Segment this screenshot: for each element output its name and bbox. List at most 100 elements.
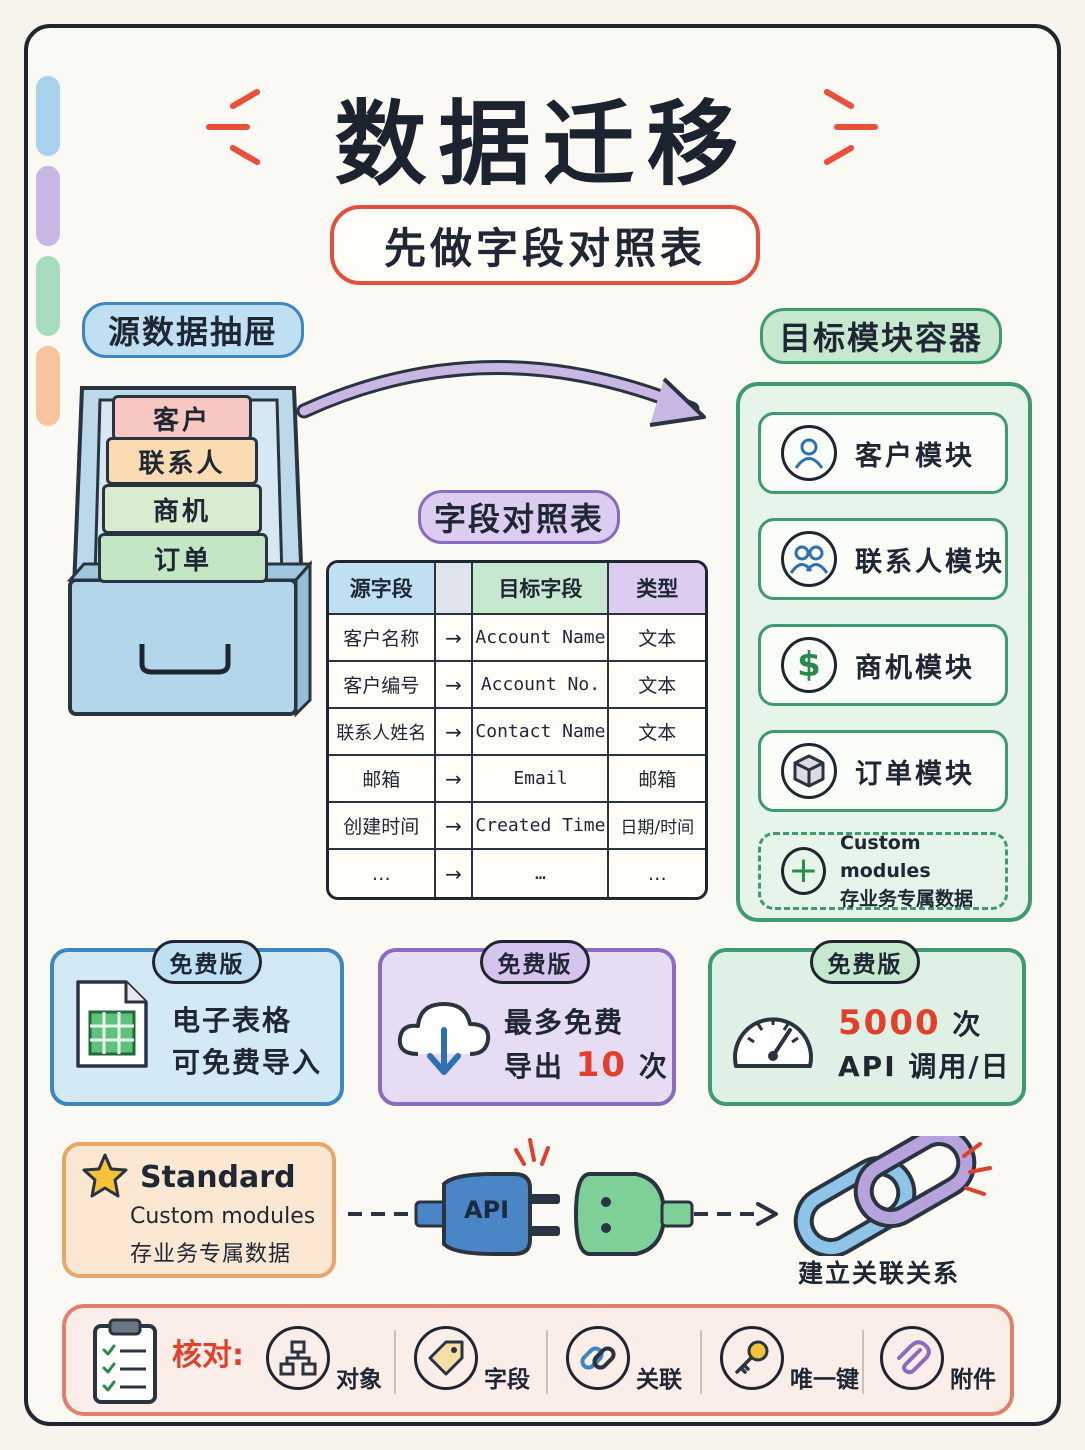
star-icon — [82, 1153, 128, 1198]
mapping-label-text: 字段对照表 — [433, 500, 604, 538]
title-ray — [834, 124, 878, 130]
field-type: 文本 — [609, 709, 705, 756]
check-item-label: 唯一键 — [790, 1367, 859, 1393]
table-row: 创建时间 → Created Time 日期/时间 — [329, 803, 705, 850]
source-field: 客户编号 — [329, 662, 436, 709]
page-title: 数据迁移 — [334, 91, 751, 198]
field-type: 邮箱 — [609, 756, 705, 803]
target-field: Account No. — [473, 662, 610, 709]
table-row: 邮箱 → Email 邮箱 — [329, 756, 705, 803]
link-label: 建立关联关系 — [798, 1259, 961, 1288]
header-arrow — [435, 563, 474, 615]
field-type: 文本 — [609, 615, 705, 662]
module-custom: + Custom modules 存业务专属数据 — [758, 832, 1008, 910]
plan-line-1: 最多免费 — [504, 1006, 625, 1039]
check-item-label: 关联 — [636, 1367, 682, 1393]
target-label: 目标模块容器 — [760, 308, 1002, 364]
plus-icon: + — [781, 847, 826, 895]
source-field: … — [329, 850, 436, 897]
side-tab-green — [36, 256, 60, 336]
check-item-label: 对象 — [336, 1367, 382, 1393]
drawer-card-label: 客户 — [152, 405, 211, 436]
plan-api-text: 5000 次 API 调用/日 — [838, 1002, 1011, 1088]
table-row: 联系人姓名 → Contact Name 文本 — [329, 709, 705, 756]
standard-title: Standard — [140, 1160, 296, 1195]
source-label-text: 源数据抽屉 — [107, 313, 278, 351]
plan-line-1: 5000 次 — [838, 1002, 1011, 1046]
subtitle-box: 先做字段对照表 — [330, 205, 760, 285]
arrow-icon: → — [436, 850, 474, 897]
header-source-field: 源字段 — [329, 563, 436, 615]
chain-link-icon — [793, 1136, 992, 1256]
arrow-icon: → — [435, 709, 474, 756]
plan-spreadsheet-text: 电子表格 可免费导入 — [172, 1000, 322, 1084]
divider — [546, 1330, 548, 1394]
hierarchy-icon — [266, 1326, 330, 1390]
table-row: 客户名称 → Account Name 文本 — [329, 615, 705, 662]
standard-line-1: Custom modules — [130, 1204, 316, 1229]
arrow-icon: → — [435, 615, 474, 662]
side-tab-orange — [36, 346, 60, 426]
module-customer: 客户模块 — [758, 412, 1008, 494]
module-opportunity: $ 商机模块 — [758, 624, 1008, 706]
api-limit-number: 5000 — [838, 1003, 941, 1043]
clipboard-icon — [93, 1318, 157, 1404]
api-plug-diagram — [348, 1138, 778, 1256]
drawer-card-label: 订单 — [153, 545, 212, 576]
plan-line-2: 导出 10 次 — [504, 1044, 669, 1088]
source-field: 联系人姓名 — [329, 709, 436, 756]
module-contact: 联系人模块 — [758, 518, 1008, 600]
plan-line-2: 可免费导入 — [172, 1046, 323, 1079]
divider — [700, 1330, 702, 1394]
module-label: 订单模块 — [855, 758, 975, 790]
check-item-relation: 关联 — [566, 1326, 682, 1393]
box-icon — [781, 743, 837, 799]
arrow-icon: → — [435, 756, 474, 803]
source-field: 创建时间 — [329, 803, 436, 850]
field-mapping-table: 源字段 目标字段 类型 客户名称 → Account Name 文本 客户编号 … — [326, 560, 708, 900]
arrow-icon: → — [435, 662, 474, 709]
side-tab-purple — [36, 166, 60, 246]
plan-badge-text: 免费版 — [497, 952, 573, 978]
check-item-attachment: 附件 — [880, 1326, 996, 1393]
plan-badge: 免费版 — [152, 940, 262, 984]
target-field: Created Time — [473, 803, 610, 850]
drawer-card-2: 联系人 — [106, 437, 258, 485]
target-field: Email — [473, 756, 610, 803]
plan-badge-text: 免费版 — [827, 952, 903, 978]
module-order: 订单模块 — [758, 730, 1008, 812]
plan-export-text: 最多免费 导出 10 次 — [504, 1002, 669, 1088]
plan-line-2-prefix: 导出 — [504, 1050, 576, 1083]
spreadsheet-icon — [76, 980, 148, 1068]
custom-module-text: Custom modules 存业务专属数据 — [840, 829, 1005, 913]
dollar-icon: $ — [781, 637, 837, 693]
plan-line-1-suffix: 次 — [940, 1008, 983, 1041]
target-field: Account Name — [473, 615, 610, 662]
target-label-text: 目标模块容器 — [778, 319, 983, 357]
table-row: … → … … — [329, 850, 705, 897]
standard-line-2: 存业务专属数据 — [130, 1242, 292, 1267]
checklist-label: 核对: — [172, 1338, 244, 1373]
title-ray — [206, 124, 250, 130]
custom-line-2: 存业务专属数据 — [839, 888, 973, 910]
plan-badge: 免费版 — [810, 940, 920, 984]
source-field: 客户名称 — [329, 615, 436, 662]
curved-arrow-icon — [296, 360, 706, 427]
target-field: Contact Name — [473, 709, 610, 756]
check-item-label: 附件 — [950, 1367, 996, 1393]
checklist-bar — [62, 1304, 1014, 1416]
drawer-card-label: 商机 — [152, 496, 211, 527]
header-target-field: 目标字段 — [473, 563, 610, 615]
drawer-card-1: 客户 — [112, 395, 252, 441]
api-plug-label: API — [464, 1196, 510, 1224]
check-item-label: 字段 — [484, 1367, 530, 1393]
subtitle-text: 先做字段对照表 — [383, 223, 706, 273]
check-item-field: 字段 — [414, 1326, 530, 1393]
field-type: 文本 — [609, 662, 705, 709]
field-type: … — [647, 862, 667, 885]
source-field: 邮箱 — [329, 756, 436, 803]
mapping-label: 字段对照表 — [418, 490, 620, 544]
drawer-card-4: 订单 — [98, 533, 268, 583]
plan-line-1: 电子表格 — [172, 1004, 293, 1037]
module-label: 客户模块 — [855, 440, 975, 472]
